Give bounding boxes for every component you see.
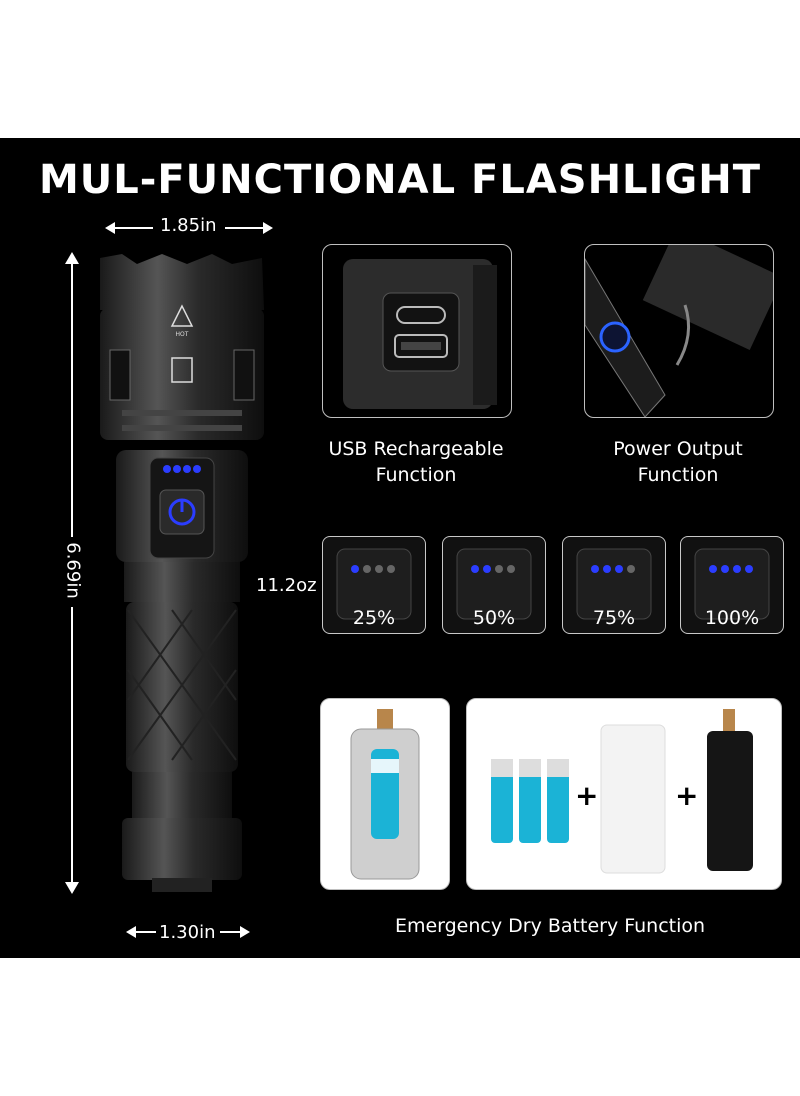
tail-width-arrow	[126, 926, 250, 938]
length-arrow	[65, 252, 79, 894]
battery-level-label: 75%	[592, 607, 636, 629]
head-width-label: 1.85in	[160, 215, 217, 236]
battery-level-label: 25%	[352, 607, 396, 629]
battery-combo-box: + +	[466, 698, 782, 890]
hot-warning-text: HOT	[176, 331, 189, 338]
battery-caption: Emergency Dry Battery Function	[394, 915, 706, 937]
battery-level-label: 50%	[472, 607, 516, 629]
plus-sign: +	[675, 779, 699, 812]
power-feature-box	[584, 244, 774, 418]
usb-feature-box	[322, 244, 512, 418]
tail-width-label: 1.30in	[159, 922, 216, 943]
weight-label: 11.2oz	[256, 575, 317, 596]
page-title: MUL-FUNCTIONAL FLASHLIGHT	[38, 157, 762, 203]
head-width-arrow	[105, 222, 273, 234]
battery-level-100: 100%	[680, 536, 784, 634]
battery-level-label: 100%	[704, 607, 760, 629]
battery-holder-box	[320, 698, 450, 890]
flashlight-image: HOT	[100, 254, 264, 892]
plus-sign: +	[575, 779, 599, 812]
battery-level-25: 25%	[322, 536, 426, 634]
battery-level-50: 50%	[442, 536, 546, 634]
battery-level-75: 75%	[562, 536, 666, 634]
power-caption: Power Output Function	[613, 438, 743, 486]
length-label: 6.69in	[62, 542, 84, 599]
usb-caption: USB Rechargeable Function	[328, 438, 504, 486]
